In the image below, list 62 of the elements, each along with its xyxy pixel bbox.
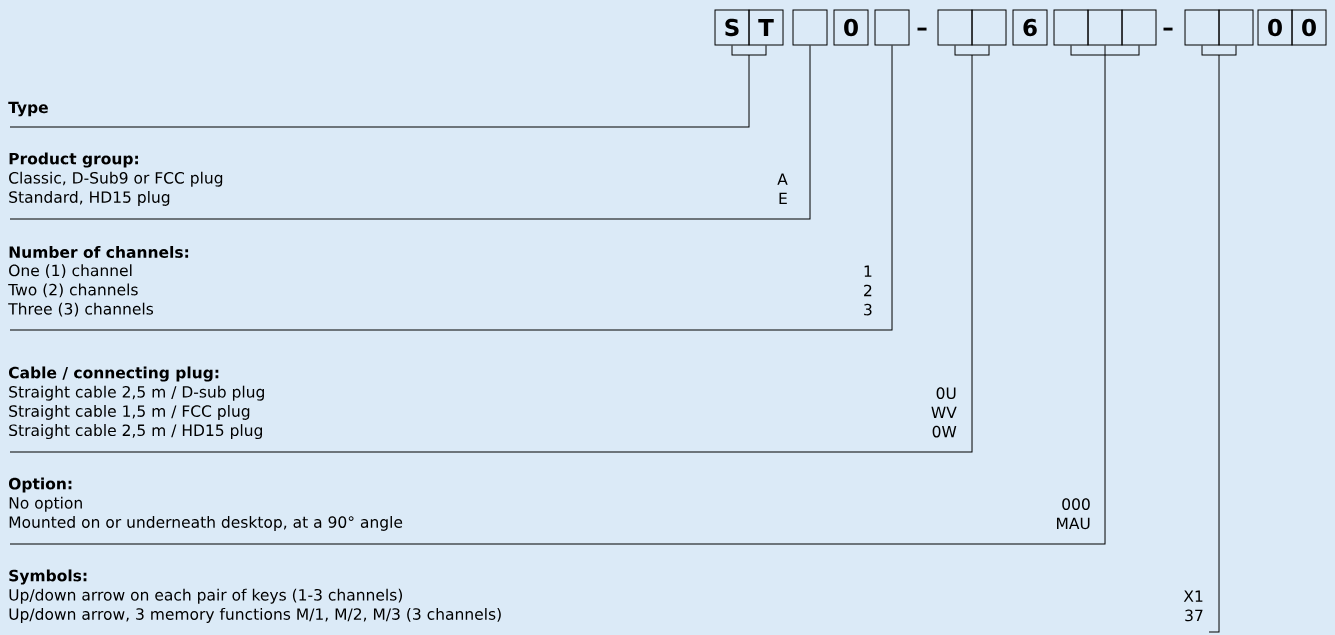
- code-box: [1121, 9, 1157, 46]
- leader-line: [1218, 45, 1237, 56]
- leader-line: [731, 45, 750, 56]
- code-box: 0: [1291, 9, 1327, 46]
- leader-line: [9, 45, 811, 220]
- leader-line: [9, 54, 973, 453]
- option-code: A: [777, 173, 788, 185]
- code-box: [1218, 9, 1254, 46]
- dash: –: [1163, 27, 1173, 31]
- leader-line: [1208, 54, 1220, 633]
- leader-line: [1104, 45, 1140, 56]
- leader-line: [971, 45, 990, 56]
- leader-line: [954, 45, 973, 56]
- section-heading: Option:: [8, 477, 72, 493]
- code-box: [792, 9, 828, 46]
- option-code: WV: [931, 406, 957, 419]
- code-box: 0: [1257, 9, 1293, 46]
- leader-line: [1201, 45, 1220, 56]
- option-text: Straight cable 1,5 m / FCC plug: [9, 404, 250, 420]
- code-box: [1053, 9, 1089, 46]
- option-text: Up/down arrow on each pair of keys (1-3 channels): [9, 588, 402, 604]
- option-text: Classic, D-Sub9 or FCC plug: [9, 171, 223, 187]
- code-box: [971, 9, 1007, 46]
- section-heading: Product group:: [9, 152, 138, 168]
- option-code: MAU: [1057, 517, 1090, 530]
- leader-line: [1104, 45, 1106, 56]
- option-text: One (1) channel: [9, 264, 132, 279]
- code-box: [874, 9, 910, 46]
- option-code: 1: [864, 265, 872, 277]
- option-code: X1: [1183, 590, 1203, 602]
- option-code: 37: [1185, 609, 1203, 622]
- option-code: E: [779, 192, 787, 205]
- option-text: Standard, HD15 plug: [9, 190, 170, 206]
- leader-line: [9, 54, 750, 128]
- section-heading: Number of channels:: [9, 246, 189, 258]
- option-text: Three (3) channels: [8, 302, 154, 317]
- dash: –: [917, 27, 927, 31]
- leader-line: [748, 45, 767, 56]
- code-box: [1087, 9, 1123, 46]
- option-code: 0W: [932, 425, 957, 438]
- leader-line: [9, 54, 1106, 545]
- code-box: T: [748, 9, 784, 46]
- option-text: Straight cable 2,5 m / HD15 plug: [9, 424, 262, 440]
- code-box: [937, 9, 973, 46]
- code-box: 6: [1012, 9, 1048, 46]
- code-box: 0: [833, 9, 869, 46]
- option-text: No option: [9, 496, 82, 512]
- option-code: 0U: [936, 387, 956, 400]
- option-text: Two (2) channels: [8, 283, 138, 298]
- option-text: Straight cable 2,5 m / D-sub plug: [9, 385, 264, 401]
- option-text: Mounted on or underneath desktop, at a 90° angle: [9, 515, 403, 531]
- section-heading: Symbols:: [9, 569, 87, 585]
- section-heading: Cable / connecting plug:: [8, 366, 219, 382]
- code-box: [1184, 9, 1220, 46]
- leader-line: [1070, 45, 1106, 56]
- option-code: 3: [864, 303, 872, 316]
- option-code: 2: [864, 284, 872, 297]
- option-code: 000: [1062, 498, 1090, 511]
- option-text: Up/down arrow, 3 memory functions M/1, M/2, M/3 (3 channels): [9, 607, 501, 623]
- code-box: S: [714, 9, 750, 46]
- section-heading: Type: [8, 101, 48, 117]
- leader-line: [9, 45, 893, 331]
